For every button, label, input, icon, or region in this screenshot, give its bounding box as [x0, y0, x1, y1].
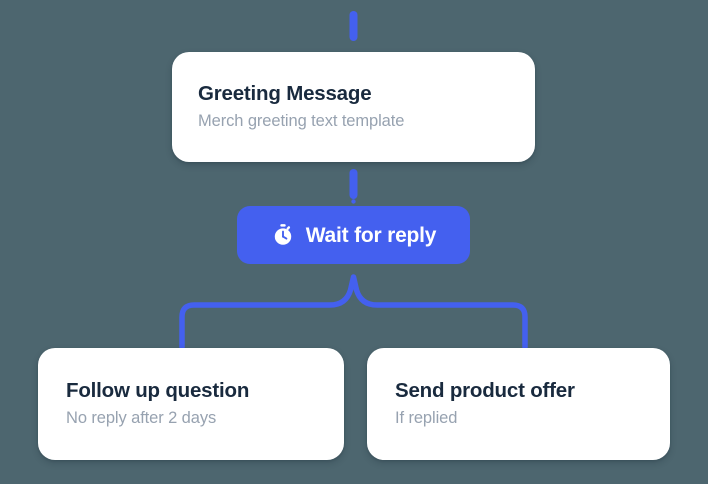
connector-greeting-to-wait-dot [351, 199, 356, 204]
node-subtitle: Merch greeting text template [198, 112, 405, 131]
connector-branch-split [179, 274, 528, 350]
node-title: Greeting Message [198, 81, 372, 105]
node-title: Follow up question [66, 378, 250, 402]
wait-for-reply-label: Wait for reply [305, 223, 437, 247]
node-subtitle: No reply after 2 days [66, 409, 217, 428]
node-title: Send product offer [395, 378, 575, 402]
node-card-follow-up-question[interactable]: Follow up question No reply after 2 days [38, 348, 344, 460]
stopwatch-icon [271, 223, 295, 247]
wait-for-reply-button[interactable]: Wait for reply [237, 206, 470, 264]
node-card-send-product-offer[interactable]: Send product offer If replied [367, 348, 670, 460]
node-subtitle: If replied [395, 409, 458, 428]
node-card-greeting-message[interactable]: Greeting Message Merch greeting text tem… [172, 52, 535, 162]
